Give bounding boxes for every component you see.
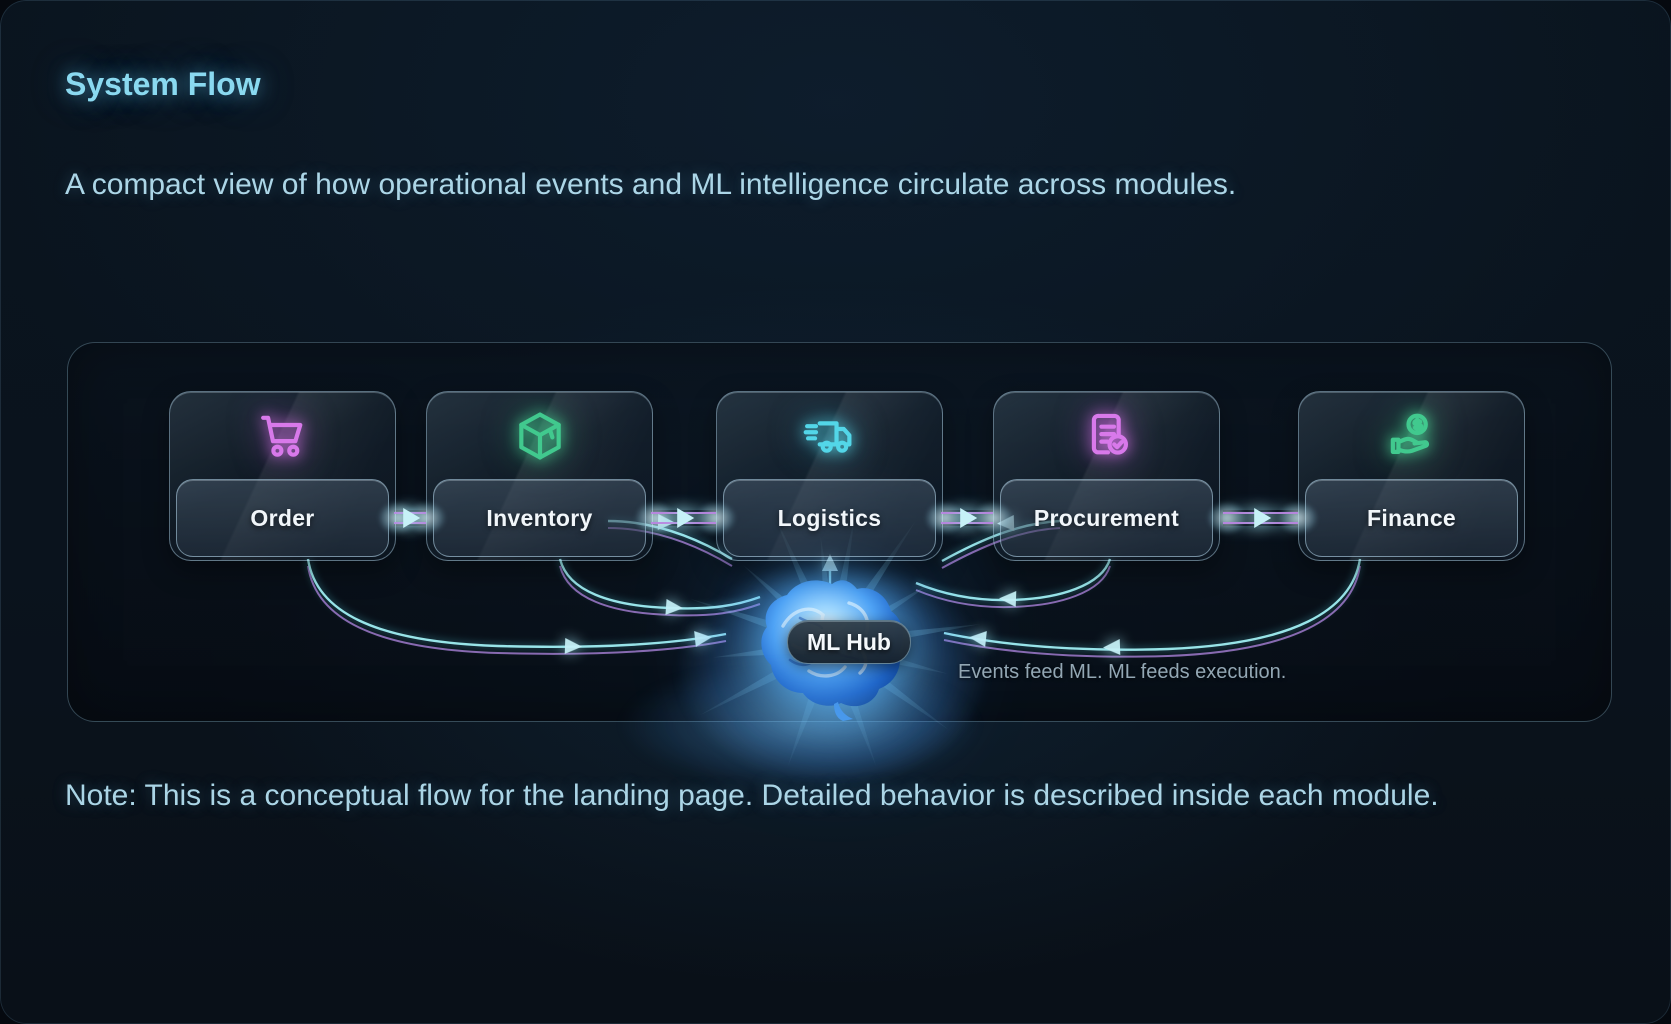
module-label: Inventory (486, 504, 593, 531)
document-check-icon (994, 392, 1219, 480)
module-label: Logistics (777, 504, 882, 531)
module-label-plate: Finance (1305, 479, 1518, 557)
module-label-plate: Order (176, 479, 389, 557)
module-label: Procurement (1033, 504, 1180, 531)
ml-hub-label: ML Hub (807, 628, 891, 655)
flow-diagram-panel: ML Hub Events feed ML. ML feeds executio… (67, 342, 1612, 823)
arrow-right-icon (960, 508, 978, 528)
package-box-icon (427, 392, 652, 480)
ml-hub-badge: ML Hub (787, 620, 911, 664)
module-card-inventory[interactable]: Inventory (426, 391, 653, 561)
module-card-procurement[interactable]: Procurement (993, 391, 1220, 561)
module-card-finance[interactable]: Finance (1298, 391, 1525, 561)
module-card-logistics[interactable]: Logistics (716, 391, 943, 561)
arrow-right-icon (403, 508, 421, 528)
delivery-truck-icon (717, 392, 942, 480)
page-title: System Flow (65, 66, 261, 102)
chain-arrow-1 (371, 496, 453, 540)
chain-arrow-4 (1200, 496, 1325, 540)
module-label: Finance (1366, 504, 1456, 531)
module-label: Order (250, 504, 315, 531)
shopping-cart-icon (170, 392, 395, 480)
hub-caption: Events feed ML. ML feeds execution. (958, 661, 1287, 683)
module-card-order[interactable]: Order (169, 391, 396, 561)
hand-coin-icon (1299, 392, 1524, 480)
section-subtitle: A compact view of how operational events… (65, 168, 1237, 201)
footnote: Note: This is a conceptual flow for the … (65, 779, 1439, 812)
module-label-plate: Inventory (433, 479, 646, 557)
arrow-right-icon (1253, 508, 1271, 528)
arrow-right-icon (676, 508, 694, 528)
chain-arrow-3 (918, 496, 1020, 540)
module-label-plate: Procurement (1000, 479, 1213, 557)
module-label-plate: Logistics (723, 479, 936, 557)
chain-arrow-2 (628, 496, 743, 540)
